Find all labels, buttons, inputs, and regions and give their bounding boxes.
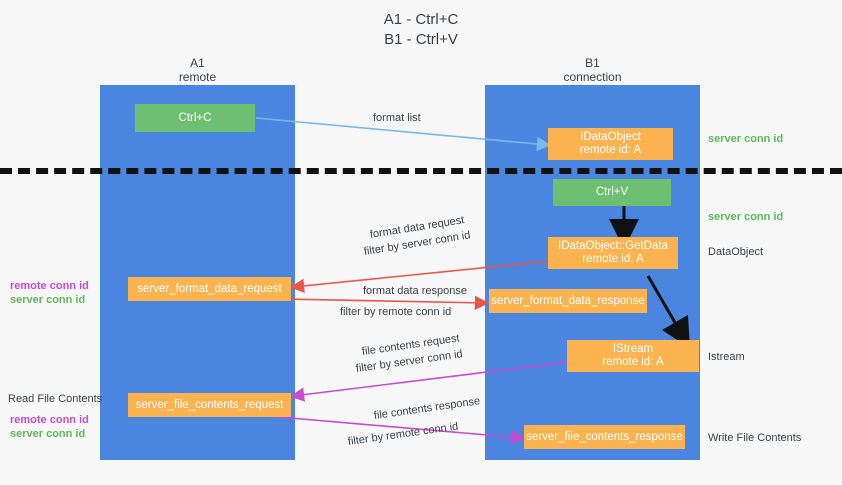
box-server-file-contents-response[interactable]: server_file_contents_response [524, 425, 685, 449]
edge-label-format-data-response-filter: filter by remote conn id [340, 305, 451, 319]
filter-value-remote-conn-id: remote conn id [378, 306, 452, 318]
right-label-istream: Istream [708, 351, 745, 363]
edge-getdata-to-istream [646, 275, 691, 349]
edge-label-format-list: format list [373, 112, 421, 124]
left-label-read-file-contents: Read File Contents [8, 393, 103, 405]
right-label-dataobject: DataObject [708, 246, 764, 258]
box-ctrl-c[interactable]: Ctrl+C [135, 104, 255, 132]
box-istream[interactable]: IStream remote id: A [567, 340, 699, 372]
page-title: A1 - Ctrl+C B1 - Ctrl+V [383, 11, 459, 48]
box-server-file-contents-request[interactable]: server_file_contents_request [128, 393, 291, 417]
phase-divider [0, 168, 842, 174]
left-label-server-conn-id-2: server conn id [10, 428, 86, 440]
box-idataobject-getdata[interactable]: IDataObject::GetData remote id: A [548, 237, 678, 269]
right-label-write-file-contents: Write File Contents [708, 432, 802, 444]
edge-label-format-data-response: format data response [363, 285, 467, 297]
right-label-server-conn-id-mid: server conn id [708, 211, 784, 223]
box-server-format-data-response[interactable]: server_format_data_response [489, 289, 647, 313]
box-idataobject[interactable]: IDataObject remote id: A [548, 128, 673, 160]
box-server-format-data-request[interactable]: server_format_data_request [128, 277, 291, 301]
lane-header-b1: B1 connection [563, 56, 622, 84]
lane-header-a1: A1 remote [178, 56, 217, 84]
left-label-remote-conn-id-2: remote conn id [10, 414, 89, 426]
edge-file-contents-request [289, 361, 569, 402]
box-ctrl-v[interactable]: Ctrl+V [553, 179, 671, 206]
right-label-server-conn-id-top: server conn id [708, 133, 784, 145]
edge-format-data-request [289, 260, 552, 294]
left-label-remote-conn-id-1: remote conn id [10, 280, 89, 292]
edge-format-list [255, 117, 552, 152]
filter-prefix: filter by [340, 306, 379, 318]
left-label-server-conn-id-1: server conn id [10, 294, 86, 306]
